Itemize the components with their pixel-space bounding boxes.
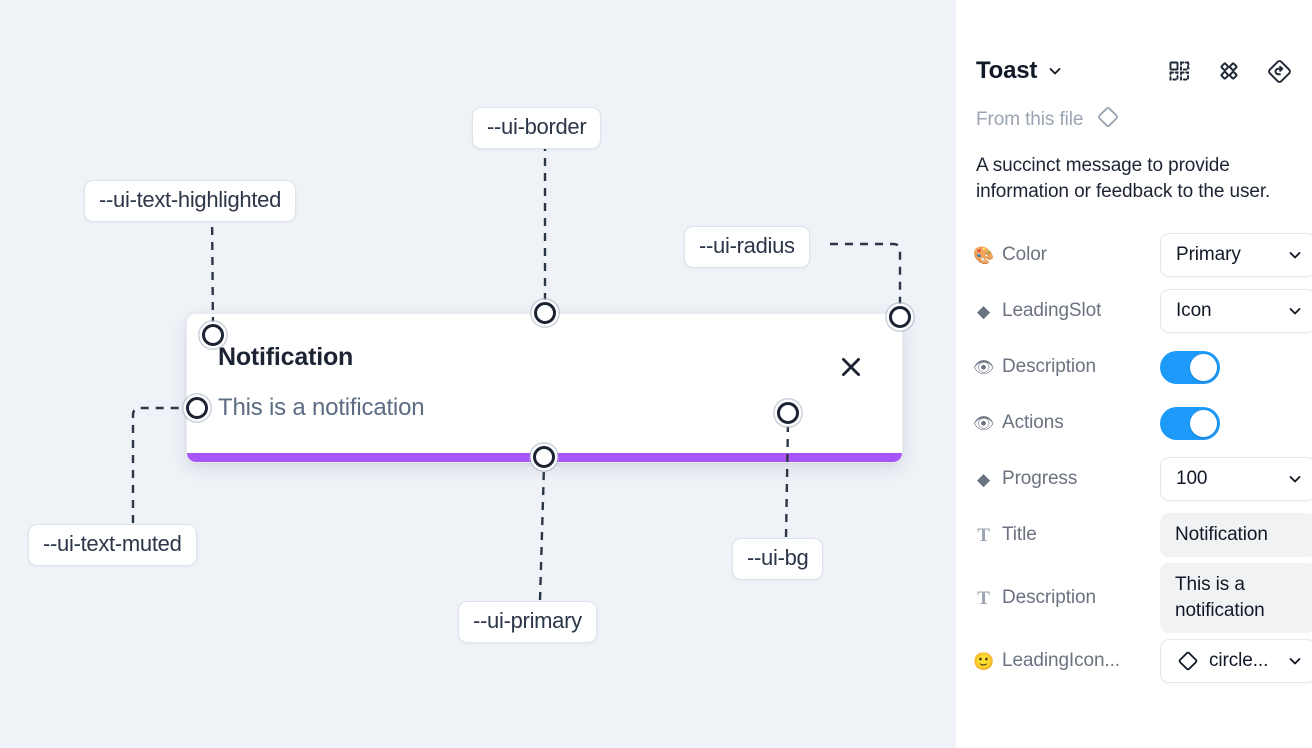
text-icon: T — [977, 524, 990, 546]
property-row-leadingicon: 🙂 LeadingIcon... circle... — [972, 633, 1312, 689]
component-description: A succinct message to provide informatio… — [976, 155, 1271, 202]
annotation-ui-border[interactable]: --ui-border — [472, 107, 602, 149]
instance-component-icon[interactable] — [1166, 58, 1192, 84]
annotation-ui-text-muted[interactable]: --ui-text-muted — [28, 524, 197, 566]
anchor-dot-ui-border[interactable] — [534, 302, 556, 324]
actions-toggle[interactable] — [1160, 406, 1220, 440]
annotation-ui-text-highlighted[interactable]: --ui-text-highlighted — [84, 180, 297, 222]
property-row-description-toggle: 👁 Description — [972, 339, 1296, 395]
component-set-icon[interactable] — [1216, 58, 1242, 84]
anchor-dot-ui-radius[interactable] — [889, 306, 911, 328]
smiley-icon: 🙂 — [972, 651, 995, 671]
toggle-knob — [1190, 353, 1217, 381]
text-icon: T — [977, 587, 990, 609]
anchor-dot-ui-bg[interactable] — [777, 402, 799, 424]
annotation-ui-radius[interactable]: --ui-radius — [684, 226, 810, 268]
diamond-icon — [1095, 104, 1121, 135]
property-label-color: 🎨 Color — [972, 244, 1047, 265]
chevron-down-icon — [1287, 471, 1303, 487]
sidebar-header: Toast — [972, 0, 1296, 92]
chevron-down-icon[interactable] — [1047, 63, 1063, 79]
properties-sidebar: Toast — [956, 0, 1312, 748]
source-row: From this file — [972, 92, 1296, 135]
property-list: 🎨 Color Primary ◆ LeadingSlot — [972, 227, 1312, 689]
property-label-progress: ◆ Progress — [974, 468, 1160, 490]
toggle-knob — [1190, 409, 1217, 437]
chevron-down-icon — [1287, 303, 1303, 319]
progress-select[interactable]: 100 — [1160, 457, 1312, 501]
property-row-color: 🎨 Color Primary — [972, 227, 1312, 283]
sidebar-header-actions — [1166, 58, 1292, 84]
property-label-leadingslot: ◆ LeadingSlot — [974, 300, 1160, 322]
leadingslot-select[interactable]: Icon — [1160, 289, 1312, 333]
property-label-description-text: T Description — [974, 587, 1160, 609]
palette-icon: 🎨 — [972, 245, 995, 265]
diamond-icon: ◆ — [977, 301, 990, 321]
reset-instance-icon[interactable] — [1266, 58, 1292, 84]
diamond-icon: ◆ — [977, 469, 990, 489]
annotation-ui-primary[interactable]: --ui-primary — [458, 601, 597, 643]
annotation-ui-bg[interactable]: --ui-bg — [732, 538, 824, 580]
property-label-actions: 👁 Actions — [972, 412, 1064, 433]
source-label: From this file — [976, 108, 1084, 130]
anchor-dot-ui-primary[interactable] — [533, 446, 555, 468]
toast-component[interactable]: Notification This is a notification — [186, 313, 903, 463]
toast-title: Notification — [218, 343, 354, 371]
property-row-actions-toggle: 👁 Actions — [972, 395, 1296, 451]
color-select[interactable]: Primary — [1160, 233, 1312, 277]
toast-description: This is a notification — [218, 394, 425, 421]
close-icon[interactable] — [838, 354, 864, 380]
property-label-title: T Title — [974, 524, 1160, 546]
property-row-progress: ◆ Progress 100 — [972, 451, 1312, 507]
leadingicon-select[interactable]: circle... — [1160, 639, 1312, 683]
eye-icon: 👁 — [972, 413, 995, 433]
property-row-leadingslot: ◆ LeadingSlot Icon — [972, 283, 1312, 339]
property-row-title: T Title Notification — [972, 507, 1312, 563]
title-input[interactable]: Notification — [1160, 513, 1312, 557]
property-label-description: 👁 Description — [972, 356, 1096, 377]
design-canvas[interactable]: Notification This is a notification --ui… — [0, 0, 956, 748]
anchor-dot-ui-text-muted[interactable] — [186, 397, 208, 419]
description-input[interactable]: This is a notification — [1160, 563, 1312, 633]
property-row-description-text: T Description This is a notification — [972, 563, 1312, 633]
component-title: Toast — [976, 57, 1038, 84]
eye-icon: 👁 — [972, 357, 995, 377]
property-label-leadingicon: 🙂 LeadingIcon... — [972, 650, 1120, 671]
chevron-down-icon — [1287, 247, 1303, 263]
chevron-down-icon — [1287, 653, 1303, 669]
diamond-icon — [1176, 649, 1200, 673]
description-toggle[interactable] — [1160, 350, 1220, 384]
anchor-dot-ui-text-highlighted[interactable] — [202, 324, 224, 346]
